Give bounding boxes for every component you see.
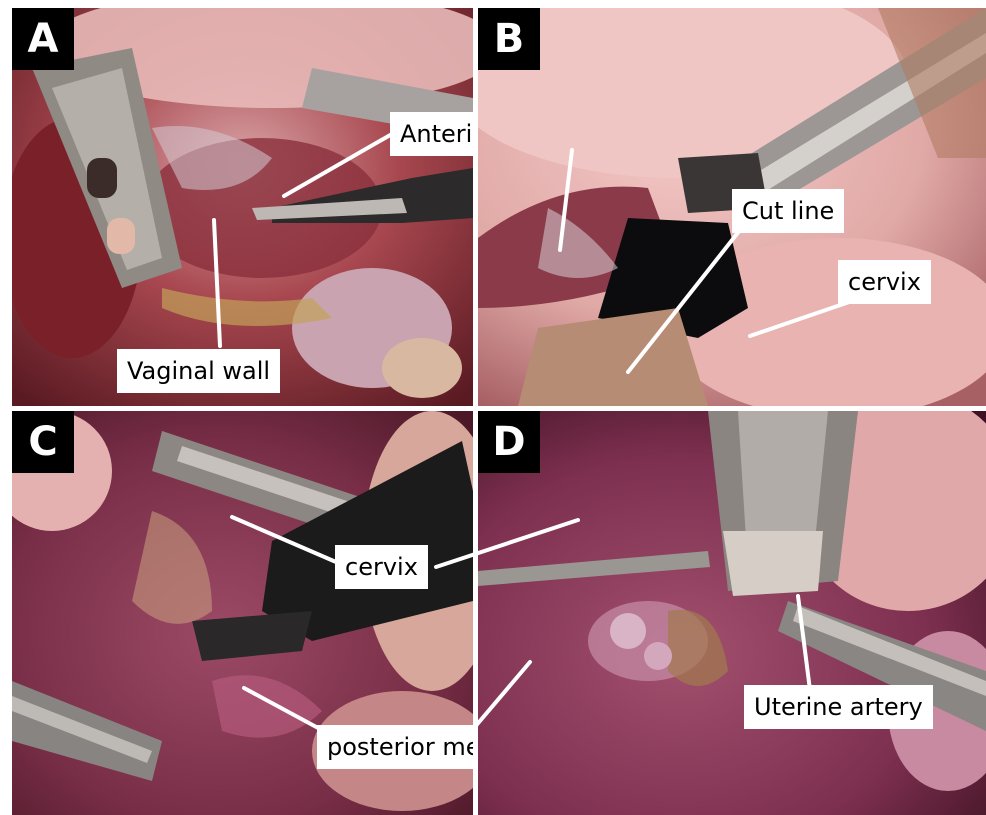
panel-letter-a: A	[12, 8, 74, 70]
panel-c-photo: C cervix posterior mesh	[12, 411, 473, 815]
panel-letter-b: B	[478, 8, 540, 70]
surgical-photo-a	[12, 8, 473, 406]
panel-letter-c: C	[12, 411, 74, 473]
panel-a-photo: A Anterior mesh Vaginal wall	[12, 8, 473, 406]
panel-b-photo: B Cut line cervix	[478, 8, 986, 406]
surgical-photo-d	[478, 411, 986, 815]
label-cervix-c: cervix	[335, 545, 428, 589]
label-anterior-mesh: Anterior mesh	[390, 112, 473, 156]
panel-letter-d: D	[478, 411, 540, 473]
label-vaginal-wall: Vaginal wall	[117, 349, 281, 393]
label-cervix-b: cervix	[838, 260, 931, 304]
label-posterior-mesh: posterior mesh	[317, 725, 473, 769]
label-uterine-artery: Uterine artery	[744, 685, 933, 729]
label-cut-line: Cut line	[732, 189, 845, 233]
panel-d-photo: D Uterine artery	[478, 411, 986, 815]
